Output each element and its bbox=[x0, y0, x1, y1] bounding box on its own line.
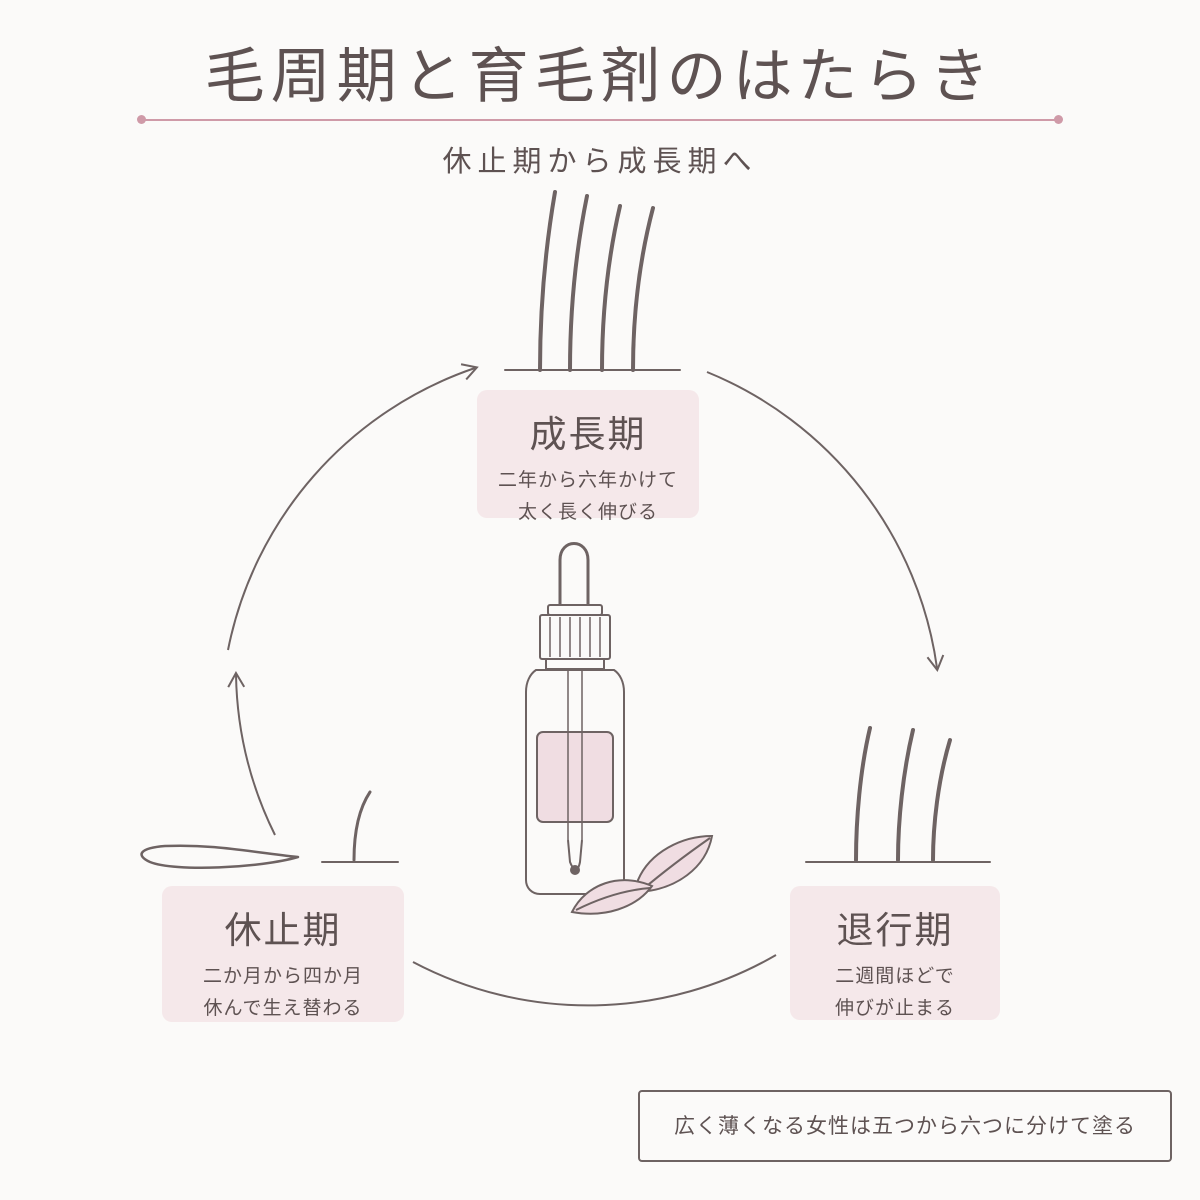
application-note: 広く薄くなる女性は五つから六つに分けて塗る bbox=[638, 1090, 1172, 1162]
arrow-icon bbox=[227, 670, 276, 836]
stage-growth-line2: 太く長く伸びる bbox=[517, 501, 658, 523]
hair-resting-icon bbox=[140, 790, 399, 869]
stage-growth-name: 成長期 bbox=[529, 413, 647, 456]
stage-resting-name: 休止期 bbox=[224, 909, 342, 952]
stage-resting-line1: 二か月から四か月 bbox=[202, 965, 363, 987]
leaf-icon bbox=[570, 834, 714, 915]
stage-regression-name: 退行期 bbox=[836, 909, 954, 952]
arrow-icon bbox=[227, 363, 479, 651]
stage-regression-line1: 二週間ほどで bbox=[835, 965, 955, 987]
rule-dot-right bbox=[1054, 115, 1063, 124]
stage-regression-line2: 伸びが止まる bbox=[834, 997, 955, 1019]
hair-growth-icon bbox=[504, 190, 681, 372]
stage-regression-box: 退行期 二週間ほどで 伸びが止まる bbox=[790, 886, 1000, 1020]
stage-growth-box: 成長期 二年から六年かけて 太く長く伸びる bbox=[477, 390, 699, 523]
rule-dot-left bbox=[137, 115, 146, 124]
serum-bottle-icon bbox=[525, 542, 625, 895]
hair-regression-icon bbox=[805, 726, 991, 863]
stage-growth-desc: 二年から六年かけて 太く長く伸びる bbox=[477, 464, 699, 528]
stage-resting-box: 休止期 二か月から四か月 休んで生え替わる bbox=[162, 886, 404, 1022]
arc-line bbox=[412, 954, 777, 1007]
stage-growth-line1: 二年から六年かけて bbox=[497, 469, 678, 491]
stage-resting-line2: 休んで生え替わる bbox=[203, 997, 363, 1019]
title-rule bbox=[140, 119, 1060, 121]
page-title: 毛周期と育毛剤のはたらき bbox=[204, 42, 996, 112]
stage-resting-desc: 二か月から四か月 休んで生え替わる bbox=[162, 960, 404, 1024]
page-subtitle: 休止期から成長期へ bbox=[442, 144, 758, 178]
arrow-icon bbox=[706, 371, 945, 672]
stage-regression-desc: 二週間ほどで 伸びが止まる bbox=[790, 960, 1000, 1024]
